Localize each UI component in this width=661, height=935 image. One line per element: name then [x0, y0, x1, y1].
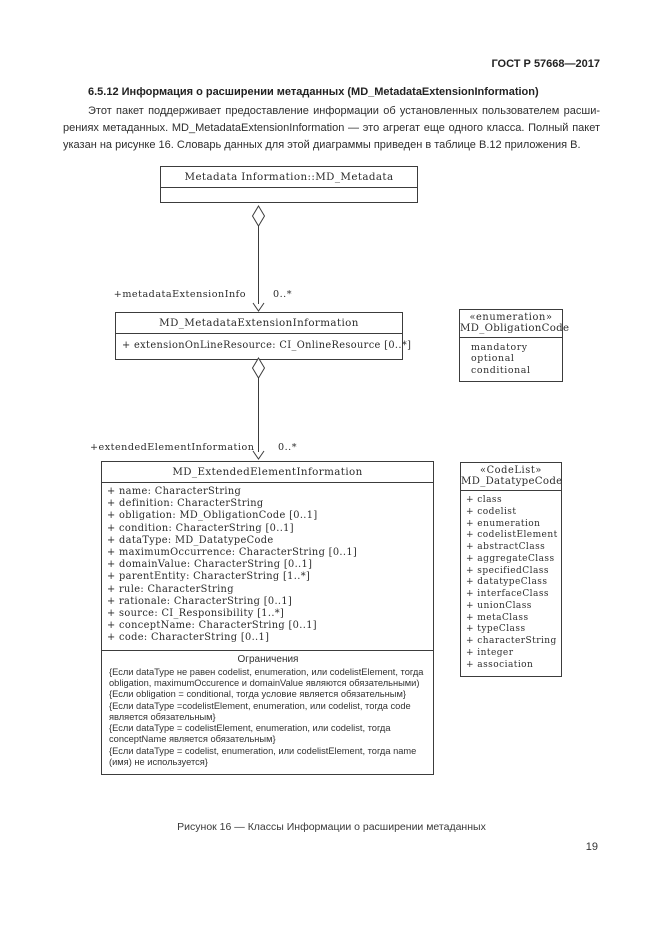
class-attribute: + name: CharacterString	[107, 486, 242, 497]
class-attribute: + rule: CharacterString	[107, 583, 234, 595]
codelist-value: + codelist	[466, 506, 517, 517]
codelist-value: + unionClass	[466, 600, 532, 611]
stereotype-label: «enumeration»	[469, 312, 553, 323]
class-title: MD_ExtendedElementInformation	[102, 462, 433, 483]
class-attribute: + parentEntity: CharacterString [1..*]	[107, 571, 311, 583]
codelist-value: + typeClass	[466, 624, 526, 635]
attribute-list: + extensionOnLineResource: CI_OnlineReso…	[116, 334, 412, 359]
class-title: MD_MetadataExtensionInformation	[116, 313, 402, 334]
class-title: Metadata Information::MD_Metadata	[161, 167, 417, 188]
enumeration-header: «enumeration» MD_ObligationCode	[460, 310, 570, 338]
standard-number: ГОСТ Р 57668—2017	[491, 58, 600, 70]
class-attribute: + conceptName: CharacterString [0..1]	[107, 620, 317, 632]
constraint-statement: {Если dataType = codelist, enumeration, …	[109, 745, 417, 768]
class-attribute: + definition: CharacterString	[107, 498, 264, 510]
enumeration-value: mandatory	[471, 342, 528, 353]
aggregation-diamond-icon	[251, 357, 266, 379]
class-attribute: + rationale: CharacterString [0..1]	[107, 595, 293, 607]
figure-caption: Рисунок 16 — Классы Информации о расшире…	[177, 821, 486, 833]
page-number: 19	[585, 841, 598, 853]
enumeration-value: optional	[471, 353, 515, 365]
multiplicity-label: 0..*	[273, 289, 292, 300]
codelist-md-datatype-code: «CodeList» MD_DatatypeCode + class+ code…	[460, 462, 563, 678]
body-paragraph: Этот пакет поддерживает предоставление и…	[63, 103, 600, 154]
class-attribute: + extensionOnLineResource: CI_OnlineReso…	[122, 340, 412, 351]
codelist-value: + metaClass	[466, 612, 529, 623]
class-attribute: + code: CharacterString [0..1]	[107, 632, 270, 644]
constraint-statement: {Если obligation = conditional, тогда ус…	[109, 689, 406, 700]
open-arrowhead-icon	[252, 450, 265, 460]
constraint-statement: {Если dataType =codelistElement, enumera…	[109, 700, 411, 722]
constraint-statement: {Если dataType не равен codelist, enumer…	[109, 666, 424, 688]
codelist-header: «CodeList» MD_DatatypeCode	[461, 463, 563, 491]
open-arrowhead-icon	[252, 302, 265, 312]
class-md-metadata: Metadata Information::MD_Metadata	[160, 166, 418, 203]
enumeration-title: MD_ObligationCode	[460, 323, 570, 334]
enumeration-value: conditional	[471, 364, 531, 376]
stereotype-label: «CodeList»	[479, 465, 543, 476]
codelist-value: + abstractClass	[466, 542, 546, 552]
codelist-value: + enumeration	[466, 518, 541, 529]
paragraph-line: указан на рисунке 16. Словарь данных для…	[63, 139, 581, 151]
constraint-list: {Если dataType не равен codelist, enumer…	[109, 667, 427, 769]
constraints-title: Ограничения	[237, 653, 299, 665]
paragraph-line: рениях метаданных. MD_MetadataExtensionI…	[63, 122, 600, 134]
section-heading: 6.5.12 Информация о расширении метаданны…	[88, 86, 539, 98]
codelist-value: + codelistElement	[466, 530, 558, 541]
attribute-list: + name: CharacterString+ definition: Cha…	[102, 483, 433, 651]
codelist-value-list: + class+ codelist+ enumeration+ codelist…	[461, 491, 561, 676]
role-label-metadata-extension-info: +metadataExtensionInfo	[113, 289, 246, 300]
codelist-value: + integer	[466, 647, 514, 658]
constraints-compartment: Ограничения {Если dataType не равен code…	[102, 651, 433, 775]
codelist-value: + association	[466, 659, 534, 670]
class-attribute: + condition: CharacterString [0..1]	[107, 522, 294, 534]
codelist-value: + class	[466, 495, 503, 505]
codelist-value: + interfaceClass	[466, 589, 549, 599]
class-md-metadata-extension-information: MD_MetadataExtensionInformation + extens…	[115, 312, 412, 360]
empty-compartment	[161, 188, 417, 202]
class-attribute: + dataType: MD_DatatypeCode	[107, 534, 274, 546]
constraint-statement: {Если dataType = codelistElement, enumer…	[109, 723, 391, 745]
multiplicity-label: 0..*	[278, 442, 297, 453]
class-attribute: + maximumOccurrence: CharacterString [0.…	[107, 547, 358, 559]
codelist-value: + datatypeClass	[466, 577, 548, 588]
codelist-value: + characterString	[466, 636, 557, 646]
association-line	[258, 378, 259, 452]
role-label-extended-element-information: +extendedElementInformation	[90, 442, 255, 453]
class-attribute: + obligation: MD_ObligationCode [0..1]	[107, 510, 318, 522]
codelist-title: MD_DatatypeCode	[461, 476, 563, 487]
class-attribute: + source: CI_Responsibility [1..*]	[107, 608, 285, 620]
association-line	[258, 226, 259, 304]
class-attribute: + domainValue: CharacterString [0..1]	[107, 559, 313, 571]
class-md-extended-element-information: MD_ExtendedElementInformation + name: Ch…	[101, 461, 434, 776]
aggregation-diamond-icon	[251, 205, 266, 227]
codelist-value: + specifiedClass	[466, 565, 549, 576]
paragraph-line: Этот пакет поддерживает предоставление и…	[88, 105, 600, 117]
enumeration-md-obligation-code: «enumeration» MD_ObligationCode mandator…	[459, 309, 570, 383]
codelist-value: + aggregateClass	[466, 553, 555, 564]
